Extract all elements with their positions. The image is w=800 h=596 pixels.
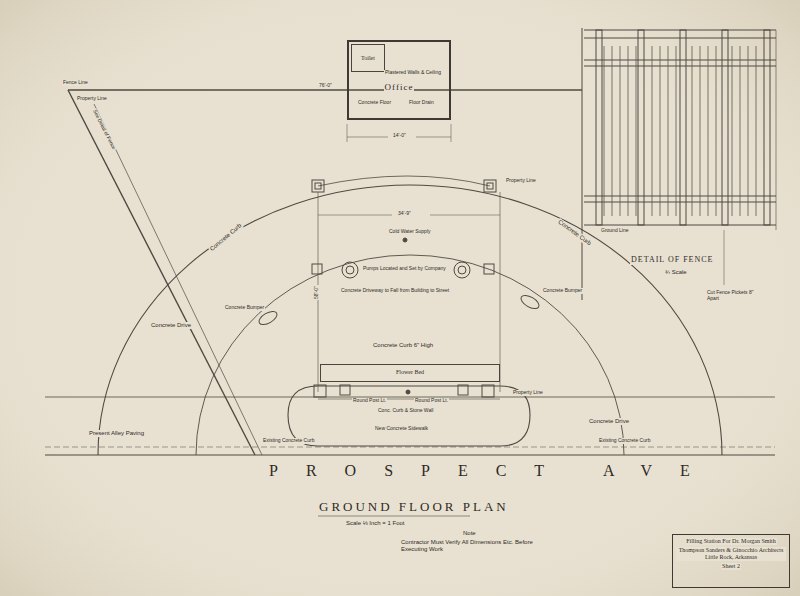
plan-note: Conc. Curb & Stone Wall: [377, 408, 434, 414]
plan-note: Property Line: [76, 96, 108, 102]
plan-note: Concrete Drive: [588, 418, 630, 425]
heading-label: DETAIL OF FENCE: [630, 256, 715, 265]
plan-note: Cold Water Supply: [388, 229, 432, 235]
plan-note: Scale ⅛ Inch = 1 Foot: [345, 520, 406, 527]
plan-note: New Concrete Sidewalk: [374, 426, 429, 432]
room-label: Toilet: [360, 55, 376, 62]
plan-note: Concrete Curb 6" High: [372, 342, 434, 349]
plan-note: Existing Concrete Curb: [262, 438, 315, 444]
plan-note: Concrete Bumper: [224, 305, 265, 311]
toilet-room: Toilet: [351, 44, 385, 72]
plan-note: Contractor Must Verify All Dimensions Et…: [400, 539, 552, 552]
title-block: Filling Station For Dr. Morgan SmithThom…: [672, 534, 790, 588]
room-label: Flower Bed: [395, 369, 425, 376]
plan-note: Concrete Bumper: [542, 288, 583, 294]
plan-note: Plastered Walls & Ceiling: [384, 70, 442, 76]
plan-note: Existing Concrete Curb: [598, 438, 651, 444]
plan-note: Ground Line: [600, 228, 630, 234]
plan-note: Fence Line: [62, 80, 89, 86]
plan-note: Concrete Driveway to Fall from Building …: [340, 288, 450, 294]
flower-bed: Flower Bed: [320, 364, 500, 382]
title-block-text: Thompson Sanders & Ginocchio Architects …: [676, 547, 786, 561]
plan-note: Floor Drain: [408, 100, 435, 106]
plan-note: Property Line: [512, 390, 544, 396]
plan-note: 14'-0": [392, 133, 407, 139]
office-building: Office Toilet: [347, 40, 451, 120]
plan-note: Concrete Drive: [150, 322, 192, 329]
plan-note: ¾ Scale: [664, 269, 688, 276]
title-block-text: Sheet 2: [721, 563, 741, 570]
plan-note: 76'-0": [318, 83, 333, 89]
plan-note: 34'-9": [397, 211, 412, 217]
title-block-text: Filling Station For Dr. Morgan Smith: [685, 538, 777, 545]
plan-note: Pumps Located and Set by Company: [362, 266, 447, 272]
plan-note: Concrete Floor: [357, 100, 392, 106]
plan-note: Round Post Lt.: [352, 398, 387, 404]
plan-note: Cut Fence Pickets 8" Apart: [706, 290, 764, 301]
plan-note: Note: [462, 530, 477, 537]
heading-label: PROSPECT AVE: [268, 462, 719, 480]
plan-note: Present Alley Paving: [88, 430, 145, 437]
plan-note: Round Post Lt.: [414, 398, 449, 404]
plan-note: 58'-0": [314, 285, 320, 300]
plan-note: Property Line: [505, 178, 537, 184]
drawing-title: GROUND FLOOR PLAN: [318, 500, 510, 514]
room-label: Office: [384, 82, 415, 92]
